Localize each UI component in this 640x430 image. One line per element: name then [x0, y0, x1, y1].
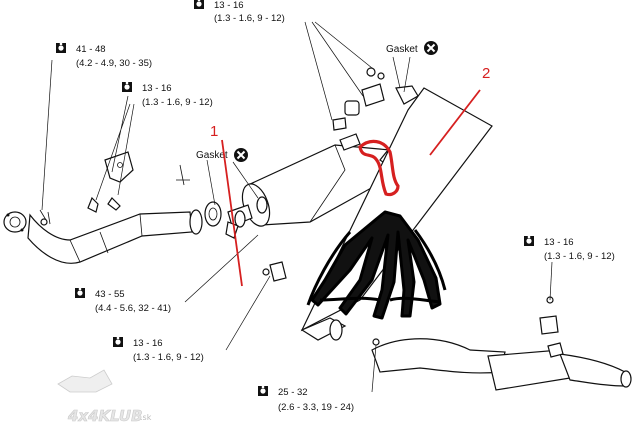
- torque-value-units: (1.3 - 1.6, 9 - 12): [133, 352, 204, 363]
- gasket-label-upper-right: Gasket: [386, 40, 439, 56]
- gasket-ring: [204, 201, 222, 227]
- torque-value-units: (1.3 - 1.6, 9 - 12): [142, 97, 213, 108]
- torque-spec-upper-left: 41 - 48 (4.2 - 4.9, 30 - 35): [56, 42, 152, 69]
- torque-spec-bottom-left: 13 - 16 (1.3 - 1.6, 9 - 12): [113, 336, 204, 363]
- torque-value-units: (4.2 - 4.9, 30 - 35): [76, 58, 152, 69]
- watermark-logo: [57, 369, 113, 393]
- torque-wrench-icon: [122, 81, 132, 92]
- torque-wrench-icon: [113, 336, 123, 347]
- svg-text:Gasket: Gasket: [196, 150, 228, 161]
- annotation-number-2: 2: [482, 65, 490, 82]
- torque-wrench-icon: [258, 385, 268, 396]
- do-not-reuse-icon: [423, 40, 439, 56]
- torque-value-units: (1.3 - 1.6, 9 - 12): [214, 13, 285, 24]
- torque-spec-bottom-center: 25 - 32 (2.6 - 3.3, 19 - 24): [258, 385, 354, 413]
- red-pointer-line-2: [429, 89, 481, 156]
- torque-value: 13 - 16: [544, 237, 574, 248]
- watermark-domain: .sk: [140, 413, 152, 422]
- torque-value: 41 - 48: [76, 44, 106, 55]
- gasket-label-middle: Gasket: [196, 147, 249, 163]
- torque-wrench-icon: [56, 42, 66, 53]
- torque-value: 13 - 16: [142, 83, 172, 94]
- torque-value: 13 - 16: [214, 0, 244, 11]
- watermark-text: 4x4KLUB: [67, 407, 143, 425]
- torque-value-units: (4.4 - 5.6, 32 - 41): [95, 303, 171, 314]
- annotation-number-1: 1: [210, 123, 218, 140]
- torque-value-units: (2.6 - 3.3, 19 - 24): [278, 402, 354, 413]
- torque-spec-top-center: 13 - 16 (1.3 - 1.6, 9 - 12): [194, 0, 285, 24]
- torque-wrench-icon: [524, 235, 534, 246]
- torque-wrench-icon: [194, 0, 204, 9]
- torque-spec-lower-left: 43 - 55 (4.4 - 5.6, 32 - 41): [75, 287, 171, 314]
- torque-value: 43 - 55: [95, 289, 125, 300]
- red-highlight-clamp: [358, 139, 400, 197]
- torque-spec-left: 13 - 16 (1.3 - 1.6, 9 - 12): [122, 81, 213, 108]
- svg-text:Gasket: Gasket: [386, 44, 418, 55]
- leader-lines: [41, 21, 553, 393]
- torque-wrench-icon: [75, 287, 85, 298]
- watermark: 4x4KLUB .sk: [57, 369, 152, 425]
- black-scribble: [306, 210, 447, 320]
- red-pointer-line-1: [221, 139, 243, 287]
- front-exhaust-pipe: [3, 151, 222, 264]
- red-annotations: 1 2: [210, 65, 490, 287]
- torque-value: 13 - 16: [133, 338, 163, 349]
- do-not-reuse-icon: [233, 147, 249, 163]
- torque-value: 25 - 32: [278, 387, 308, 398]
- torque-spec-right: 13 - 16 (1.3 - 1.6, 9 - 12): [524, 235, 615, 262]
- pipe-flange: [3, 211, 27, 233]
- torque-value-units: (1.3 - 1.6, 9 - 12): [544, 251, 615, 262]
